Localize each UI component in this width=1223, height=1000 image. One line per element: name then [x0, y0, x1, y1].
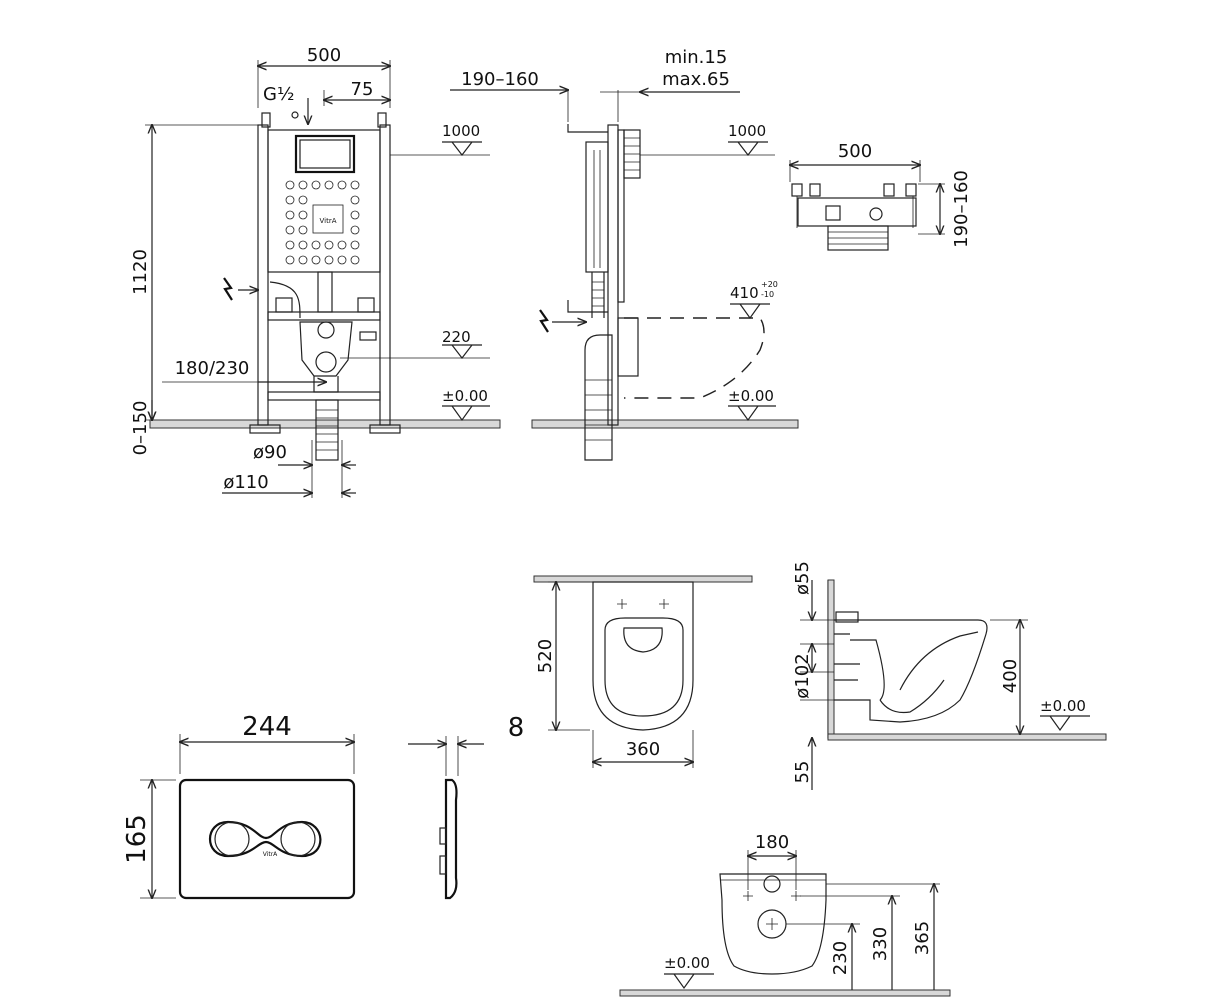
level-1000-front: 1000	[442, 122, 480, 140]
pan-o102-label: ø102	[792, 653, 813, 698]
plate-height-label: 165	[122, 814, 152, 864]
rear-hole-spacing-label: 180	[755, 832, 789, 853]
pan-side-view: ø55 ø102 55 400 ±0.00	[792, 561, 1107, 790]
level-1000-side: 1000	[728, 122, 766, 140]
pan-width-label: 360	[626, 739, 660, 760]
frame-top-view: 500 190–160	[790, 141, 972, 251]
foot-range-label: 0–150	[130, 401, 151, 456]
flush-plate-logo: VitrA	[263, 851, 278, 858]
cistern-logo: VitrA	[320, 217, 337, 225]
bowl-tolerance-minus: -10	[761, 290, 774, 299]
frame-side-view: 190–160 min.15 max.65 1000 410 +20 -10 ±…	[450, 47, 799, 461]
pan-top-view: 520 360	[533, 575, 753, 768]
bowl-height-label: 410	[730, 284, 759, 302]
top-depth-label: 190–160	[951, 170, 972, 248]
plate-thickness-label: 8	[508, 713, 525, 743]
level-220-label: 220	[442, 328, 471, 346]
pan-o55-label: ø55	[792, 561, 813, 595]
frame-height-label: 1120	[130, 249, 151, 295]
level-zero-front: ±0.00	[442, 387, 488, 405]
pipe-90-label: ø90	[253, 442, 287, 463]
pan-height-label: 400	[1000, 659, 1021, 693]
cistern-ventilation-pattern: VitrA	[285, 180, 360, 265]
rear-level-zero: ±0.00	[664, 954, 710, 972]
pan-length-label: 520	[535, 639, 556, 673]
frame-width-label: 500	[307, 45, 341, 66]
outlet-range-label: 180/230	[175, 358, 250, 379]
rear-h230-label: 230	[830, 941, 851, 975]
frame-front-view: VitrA 500 75 G½ 112	[130, 45, 501, 498]
wall-min-label: min.15	[665, 47, 728, 68]
pipe-110-label: ø110	[223, 472, 268, 493]
pan-level-zero: ±0.00	[1040, 697, 1086, 715]
pan-floor-gap-label: 55	[792, 761, 813, 784]
water-inlet-label: G½	[263, 84, 294, 105]
rear-h365-label: 365	[912, 921, 933, 955]
top-width-label: 500	[838, 141, 872, 162]
inlet-offset-label: 75	[351, 79, 374, 100]
side-depth-label: 190–160	[461, 69, 539, 90]
level-zero-side: ±0.00	[728, 387, 774, 405]
wall-max-label: max.65	[662, 69, 730, 90]
rear-h330-label: 330	[870, 927, 891, 961]
pan-rear-view: 180 230 330 365 ±0.00	[619, 832, 951, 997]
bowl-tolerance-plus: +20	[761, 280, 778, 289]
plate-width-label: 244	[242, 712, 292, 742]
flush-plate-view: VitrA 244 165 8	[122, 712, 525, 900]
